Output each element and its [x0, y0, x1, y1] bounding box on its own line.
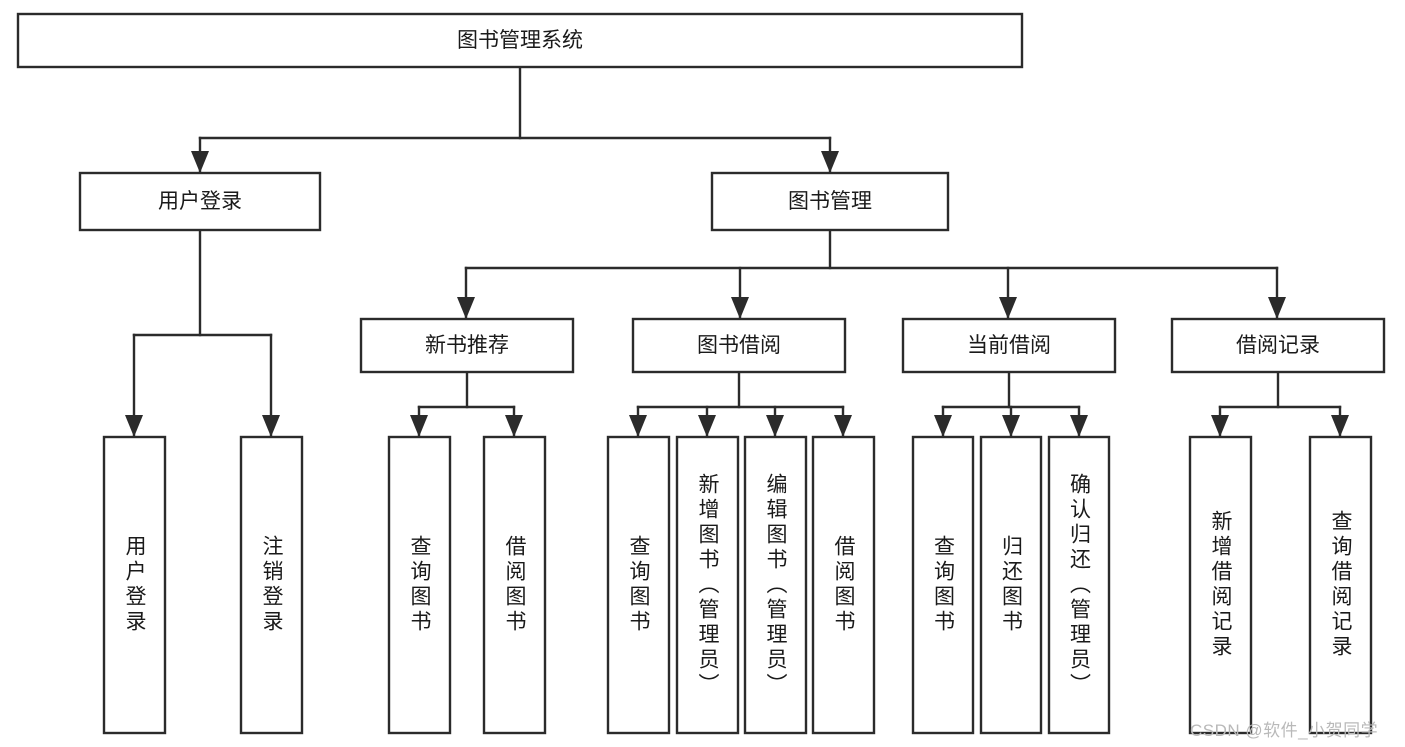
node-box-leaf_return_book[interactable] [979, 435, 1043, 735]
node-boxes-layer [16, 12, 1386, 735]
node-box-leaf_user_login[interactable] [102, 435, 167, 735]
arrow-to-leaf-add-record [1211, 415, 1229, 437]
node-box-leaf_add_record[interactable] [1188, 435, 1253, 735]
arrow-to-user-login [191, 151, 209, 173]
arrow-to-new-book-rec [457, 297, 475, 319]
node-label-user_login: 用户登录 [158, 190, 242, 213]
arrow-to-leaf-query-book-1 [410, 415, 428, 437]
watermark: CSDN @软件_小贺同学 [1190, 721, 1379, 740]
node-label-root: 图书管理系统 [457, 29, 583, 52]
user-login-bus [132, 228, 273, 337]
arrow-to-leaf-add-book [698, 415, 716, 437]
node-box-leaf_edit_book[interactable] [743, 435, 808, 735]
connectors-layer [132, 65, 1342, 438]
arrow-to-leaf-query-book-2 [629, 415, 647, 437]
arrow-to-leaf-borrow-book-1 [505, 415, 523, 437]
node-label-new_book_rec: 新书推荐 [425, 334, 509, 357]
node-box-book_manage[interactable] [710, 171, 950, 232]
borrow-record-bus [1218, 370, 1342, 409]
node-box-book_borrow[interactable] [631, 317, 847, 374]
arrow-to-leaf-borrow-book-2 [834, 415, 852, 437]
node-box-current_borrow[interactable] [901, 317, 1117, 374]
book-borrow-bus [636, 370, 845, 409]
node-box-root[interactable] [16, 12, 1024, 69]
node-box-leaf_logout[interactable] [239, 435, 304, 735]
arrow-to-leaf-query-book-3 [934, 415, 952, 437]
node-box-leaf_add_book[interactable] [675, 435, 740, 735]
root-bus [198, 65, 832, 140]
book-manage-bus [464, 228, 1279, 270]
node-box-user_login[interactable] [78, 171, 322, 232]
arrow-to-leaf-confirm-return [1070, 415, 1088, 437]
arrow-to-leaf-return-book [1002, 415, 1020, 437]
arrow-to-leaf-user-login [125, 415, 143, 437]
node-box-leaf_query_book_3[interactable] [911, 435, 975, 735]
arrow-to-borrow-record [1268, 297, 1286, 319]
arrow-to-leaf-query-record [1331, 415, 1349, 437]
arrow-to-current-borrow [999, 297, 1017, 319]
arrowheads-layer [125, 151, 1349, 437]
arrow-to-book-manage [821, 151, 839, 173]
node-box-leaf_borrow_book_1[interactable] [482, 435, 547, 735]
node-label-current_borrow: 当前借阅 [967, 334, 1051, 357]
arrow-to-book-borrow [731, 297, 749, 319]
node-box-leaf_confirm_return[interactable] [1047, 435, 1111, 735]
node-label-borrow_record: 借阅记录 [1236, 334, 1320, 357]
node-box-borrow_record[interactable] [1170, 317, 1386, 374]
arrow-to-leaf-logout [262, 415, 280, 437]
node-label-book_manage: 图书管理 [788, 190, 872, 213]
arrow-to-leaf-edit-book [766, 415, 784, 437]
node-box-leaf_query_record[interactable] [1308, 435, 1373, 735]
node-box-leaf_borrow_book_2[interactable] [811, 435, 876, 735]
node-box-new_book_rec[interactable] [359, 317, 575, 374]
node-label-book_borrow: 图书借阅 [697, 334, 781, 357]
current-borrow-bus [941, 370, 1081, 409]
node-box-leaf_query_book_2[interactable] [606, 435, 671, 735]
node-box-leaf_query_book_1[interactable] [387, 435, 452, 735]
new-book-rec-bus [417, 370, 516, 409]
